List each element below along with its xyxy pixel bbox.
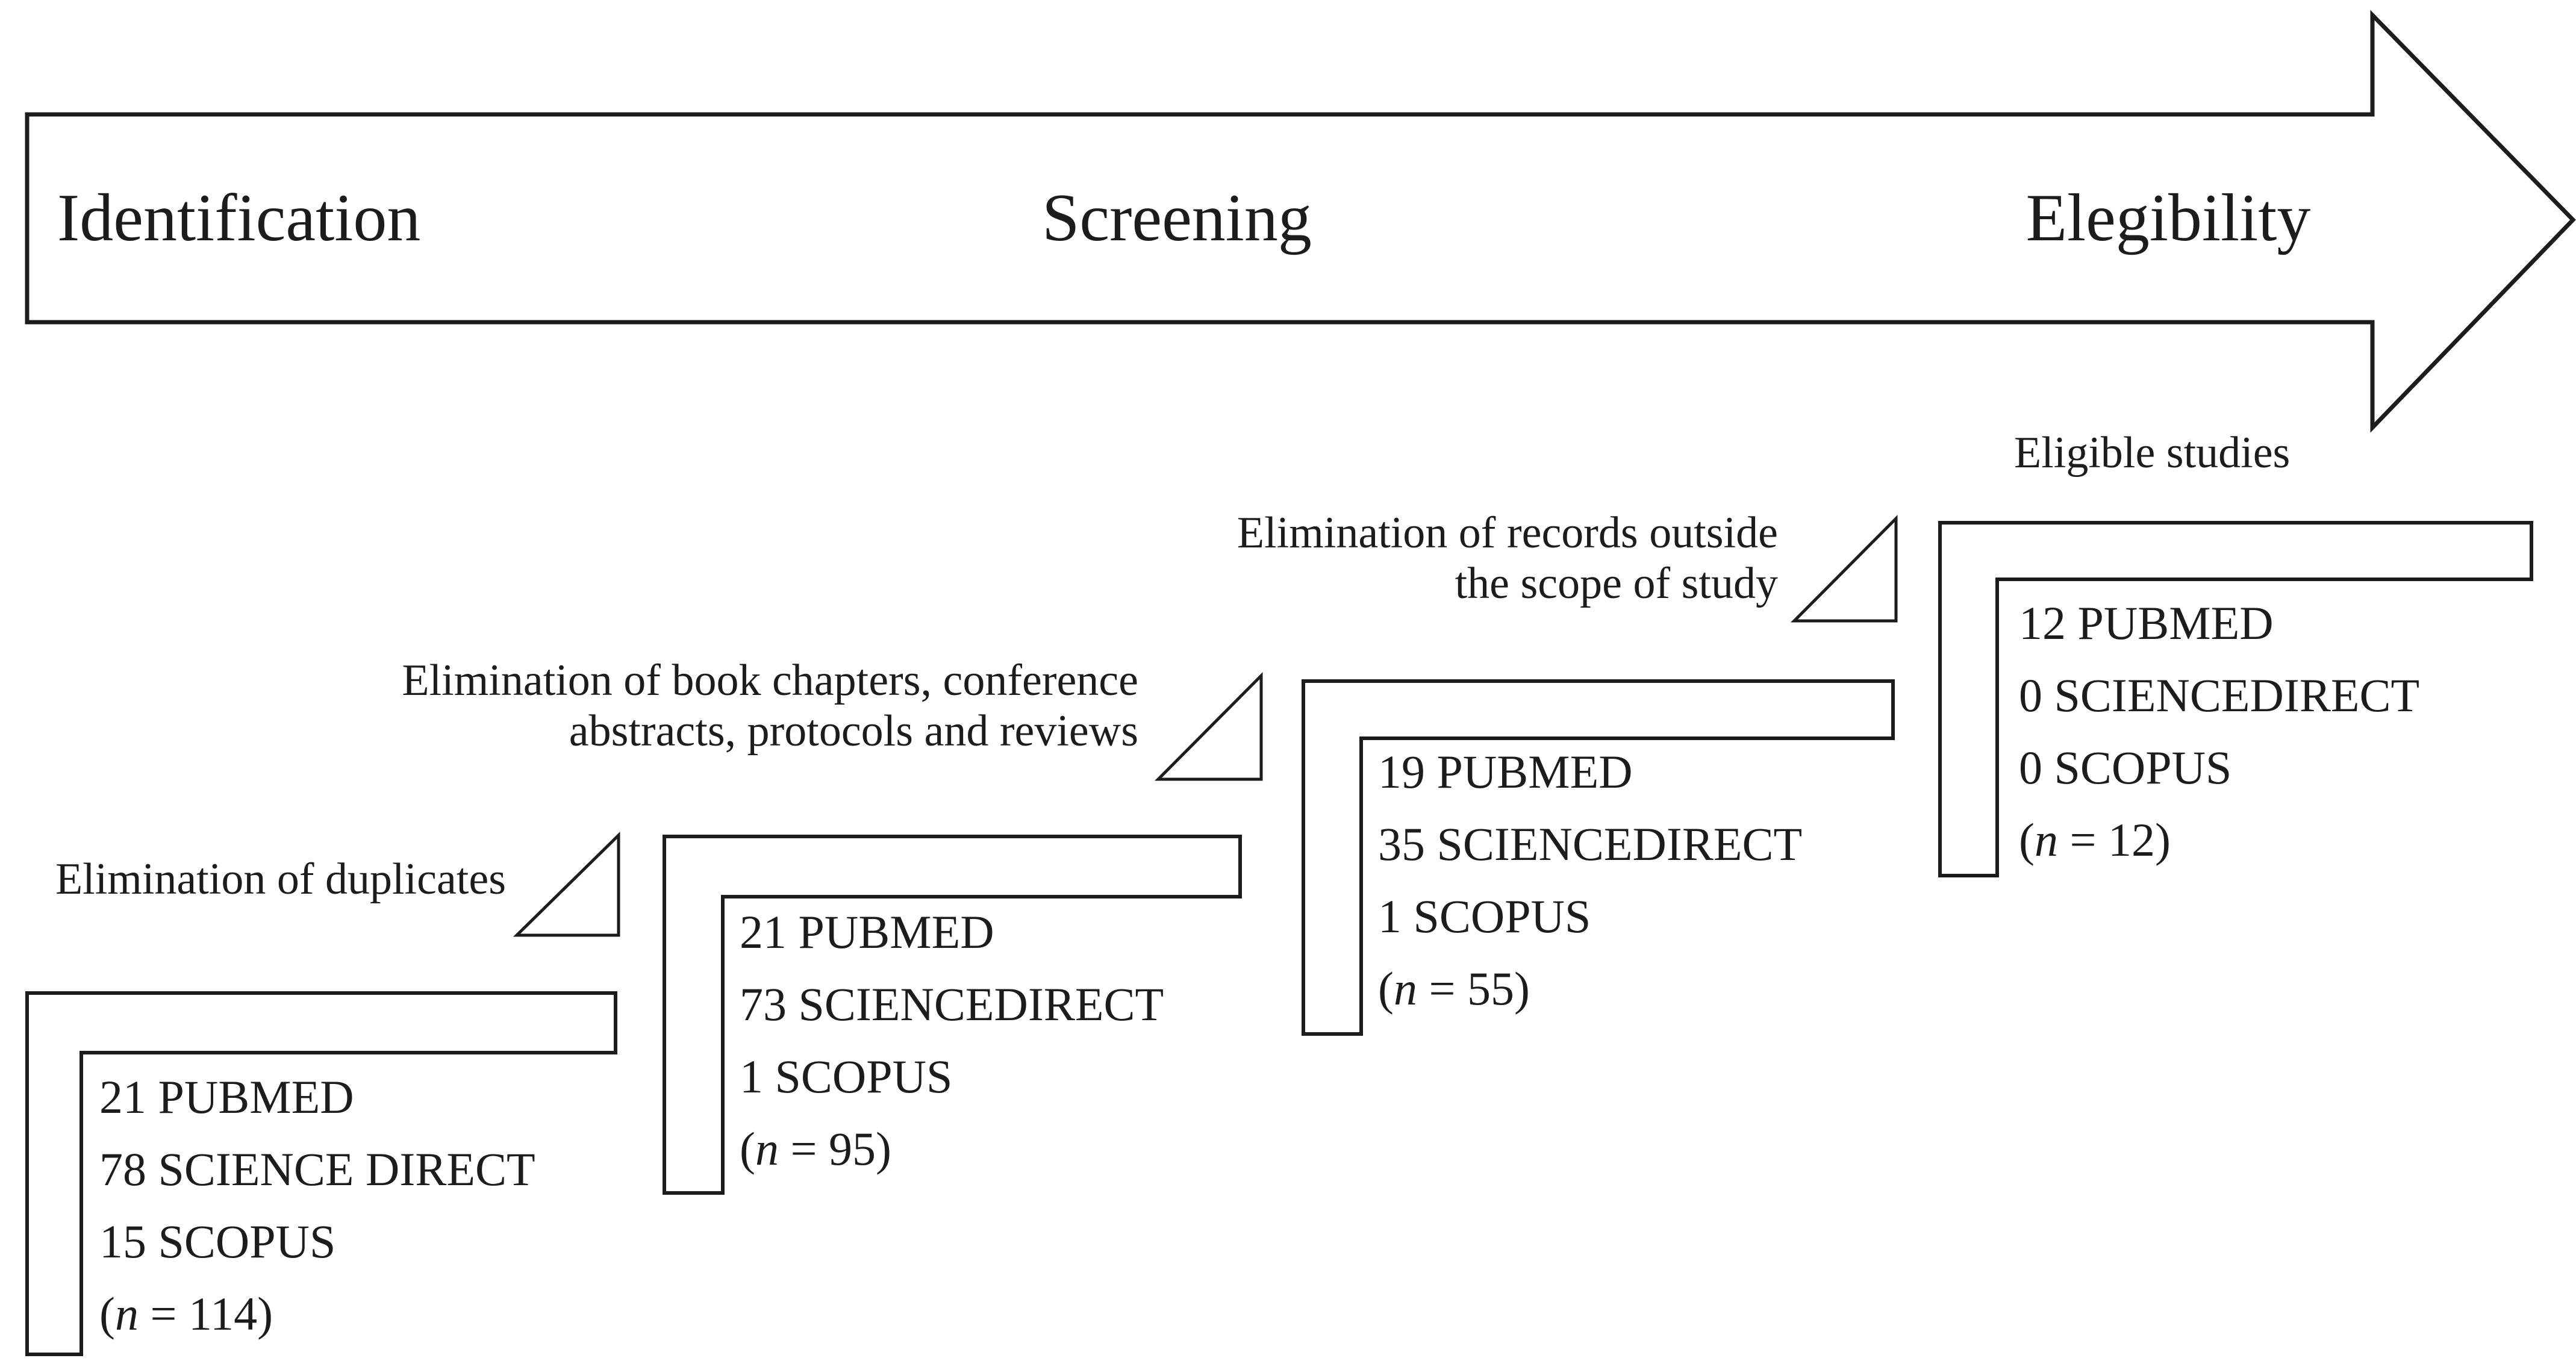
step3-count-pubmed: 19 PUBMED	[1378, 746, 1633, 798]
step2-total-open: (	[740, 1123, 755, 1175]
step4-count-sciencedirect: 0 SCIENCEDIRECT	[2019, 669, 2420, 721]
step3-total: (n = 55)	[1378, 953, 1802, 1025]
step2-total-rest: = 95)	[778, 1123, 891, 1175]
step1-count-scopus: 15 SCOPUS	[99, 1215, 336, 1268]
step4-annotation: Eligible studies	[2014, 428, 2290, 478]
stage-label-screening: Screening	[1042, 181, 1312, 255]
step2-count-scopus: 1 SCOPUS	[740, 1050, 953, 1103]
step2-bracket-shape	[663, 835, 1242, 1195]
step3-total-nvar: n	[1393, 962, 1417, 1015]
step4-bracket-shape	[1938, 521, 2533, 877]
step2-annotation-line2: abstracts, protocols and reviews	[569, 706, 1138, 756]
step3-count-sciencedirect: 35 SCIENCEDIRECT	[1378, 818, 1803, 870]
step1-annotation-line1: Elimination of duplicates	[55, 855, 506, 904]
step3-bracket-shape	[1302, 679, 1895, 1036]
stage-label-elegibility: Elegibility	[2026, 181, 2311, 255]
step1-annotation: Elimination of duplicates	[24, 854, 506, 905]
step3-total-open: (	[1378, 962, 1394, 1015]
step3-total-rest: = 55)	[1417, 962, 1530, 1015]
step4-count-pubmed: 12 PUBMED	[2019, 597, 2274, 649]
step3-counts: 19 PUBMED 35 SCIENCEDIRECT 1 SCOPUS (n =…	[1378, 736, 1802, 1025]
step4-total-nvar: n	[2034, 814, 2058, 866]
step1-total-open: (	[99, 1288, 115, 1340]
step3-triangle-icon	[1790, 514, 1898, 623]
step3-count-scopus: 1 SCOPUS	[1378, 890, 1591, 942]
step1-count-pubmed: 21 PUBMED	[99, 1071, 354, 1123]
step1-total-nvar: n	[114, 1288, 139, 1340]
step1-triangle-icon	[513, 832, 620, 937]
step2-count-sciencedirect: 73 SCIENCEDIRECT	[740, 978, 1164, 1030]
step2-total: (n = 95)	[740, 1113, 1164, 1185]
step4-count-scopus: 0 SCOPUS	[2019, 741, 2232, 794]
step3-annotation-line2: the scope of study	[1455, 559, 1778, 608]
step3-annotation: Elimination of records outside the scope…	[1174, 508, 1778, 609]
step2-annotation-line1: Elimination of book chapters, conference	[402, 656, 1138, 705]
step3-annotation-line1: Elimination of records outside	[1237, 508, 1778, 558]
step4-total-rest: = 12)	[2057, 814, 2171, 866]
stage-label-identification: Identification	[57, 181, 421, 255]
step4-counts: 12 PUBMED 0 SCIENCEDIRECT 0 SCOPUS (n = …	[2019, 587, 2419, 876]
process-arrow-shape	[25, 10, 2576, 433]
step1-total: (n = 114)	[99, 1278, 535, 1350]
step1-total-rest: = 114)	[138, 1288, 273, 1340]
step4-annotation-line1: Eligible studies	[2014, 428, 2291, 478]
step2-count-pubmed: 21 PUBMED	[740, 906, 994, 958]
step4-total-open: (	[2019, 814, 2035, 866]
step2-total-nvar: n	[755, 1123, 779, 1175]
step1-counts: 21 PUBMED 78 SCIENCE DIRECT 15 SCOPUS (n…	[99, 1061, 535, 1350]
step2-counts: 21 PUBMED 73 SCIENCEDIRECT 1 SCOPUS (n =…	[740, 896, 1164, 1185]
step1-count-sciencedirect: 78 SCIENCE DIRECT	[99, 1143, 535, 1195]
step2-annotation: Elimination of book chapters, conference…	[349, 655, 1138, 756]
step2-triangle-icon	[1154, 671, 1263, 781]
step1-bracket-shape	[25, 991, 617, 1356]
step4-total: (n = 12)	[2019, 804, 2419, 876]
